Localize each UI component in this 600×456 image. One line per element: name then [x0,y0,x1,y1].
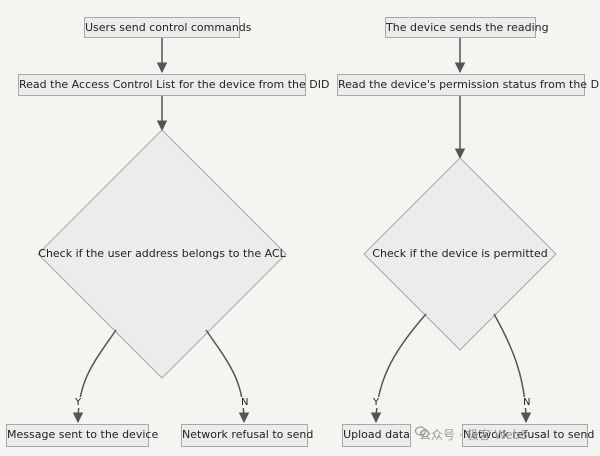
decision-text-left: Check if the user address belongs to the… [38,247,286,260]
edge-left-yes [72,329,117,424]
node-right-read: Read the device's permission status from… [337,74,600,96]
decision-diamond-left [37,129,287,379]
decision-text-right: Check if the device is permitted [372,247,548,260]
edge-label-right-yes: Y [372,397,381,408]
edge-left-no [205,329,250,424]
node-left-read: Read the Access Control List for the dev… [18,74,329,96]
edge-right-yes [370,313,427,424]
node-right-no-outcome: Network refusal to send [462,424,594,447]
watermark: 公众号 · 极客 Web3 [415,426,528,443]
watermark-text: 公众号 · 极客 Web3 [419,428,529,442]
decision-diamond-right [363,157,557,351]
node-left-no-outcome: Network refusal to send [181,424,313,447]
node-left-yes-outcome: Message sent to the device [6,424,158,447]
edge-label-left-no: N [240,397,250,408]
node-left-start: Users send control commands [84,17,252,38]
edge-label-left-yes: Y [74,397,83,408]
node-right-yes-outcome: Upload data [342,424,411,447]
node-right-start: The device sends the reading [385,17,549,38]
edge-label-right-no: N [522,397,532,408]
edge-right-no [493,313,532,424]
